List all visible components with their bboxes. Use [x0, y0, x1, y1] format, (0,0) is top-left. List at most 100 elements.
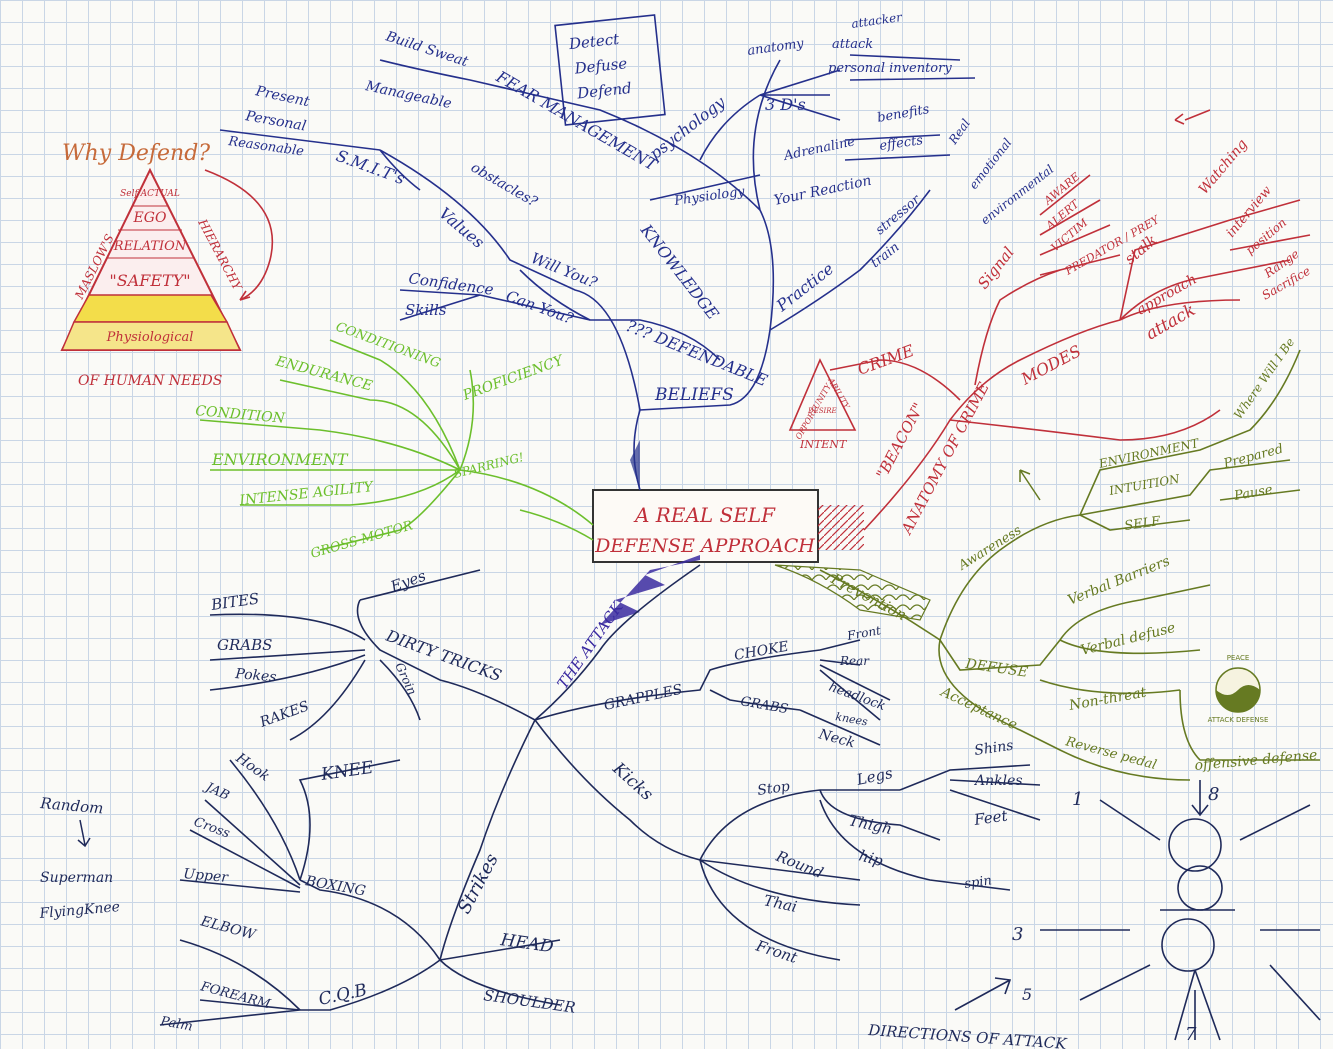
- front-kick-label: Front: [753, 936, 801, 967]
- physiology-label: Physiology: [672, 184, 746, 209]
- smit-item-reasonable: Reasonable: [226, 134, 305, 160]
- choke-item-neck: Neck: [816, 726, 857, 751]
- taiji-top-label: PEACE: [1227, 654, 1250, 662]
- bites-label: BITES: [209, 589, 260, 614]
- leg-item-feet: Feet: [972, 806, 1010, 829]
- leg-item-shins: Shins: [973, 738, 1014, 759]
- confidence-label: Confidence: [407, 269, 494, 299]
- random-arrow: [77, 819, 91, 848]
- triangle-ability: ABILITY: [826, 376, 852, 411]
- choke-item-knees: knees: [834, 710, 869, 728]
- thai-label: Thai: [762, 891, 799, 916]
- crime-label: CRIME: [855, 341, 917, 379]
- kicks-label: Kicks: [608, 758, 657, 805]
- directions-of-attack-caption: DIRECTIONS OF ATTACK: [867, 1021, 1068, 1049]
- practice-item-real: Real: [945, 116, 973, 147]
- gas-item-gross-motor: GROSS MOTOR: [309, 518, 415, 562]
- awareness-label: Awareness: [955, 523, 1024, 574]
- center-title-line2: DEFENSE APPROACH: [594, 535, 815, 557]
- hip-label: hip: [857, 846, 885, 870]
- flying-knee-label: FlyingKnee: [38, 899, 121, 922]
- beliefs-root: BELIEFS: [654, 385, 734, 405]
- practice-label: Practice: [772, 259, 837, 316]
- crime-triangle: [788, 358, 857, 431]
- center-title-line1: A REAL SELF: [633, 503, 776, 527]
- beliefs-branch: [219, 54, 976, 491]
- choke-item-headlock: headlock: [827, 680, 888, 714]
- beacon-label: "BEACON": [873, 400, 928, 482]
- direction-1: 1: [1072, 789, 1083, 810]
- pause-label: Pause: [1232, 482, 1274, 504]
- safety-band: [72, 294, 229, 323]
- direction-7: 7: [1185, 1024, 1197, 1045]
- prepared-label: Prepared: [1221, 442, 1285, 473]
- maslow-pyramid: Why Defend? Self ACTUAL EGO RELATION "SA…: [60, 141, 274, 389]
- triangle-desire: DESIRE: [807, 407, 837, 415]
- your-reaction-label: Your Reaction: [773, 173, 873, 209]
- prevention-scales: [774, 564, 931, 621]
- direction-3: 3: [1012, 924, 1023, 945]
- benefits-label: benefits: [876, 102, 931, 126]
- eyes-label: Eyes: [387, 566, 428, 596]
- modes-label: MODES: [1017, 341, 1084, 389]
- stressor-label: stressor: [873, 192, 924, 238]
- obstacles-label: obstacles?: [468, 160, 540, 211]
- reverse-pedal-label: Reverse pedal: [1063, 734, 1158, 773]
- ddd-detect: Detect: [567, 30, 621, 53]
- attack-branch: [159, 564, 1041, 1026]
- spin-label: spin: [963, 873, 992, 892]
- acceptance-label: Acceptance: [936, 683, 1019, 733]
- anatomy-label: anatomy: [746, 36, 805, 59]
- pyramid-caption: OF HUMAN NEEDS: [78, 373, 222, 389]
- gas-item-endurance: ENDURANCE: [273, 353, 374, 394]
- self-label: SELF: [1123, 514, 1162, 534]
- superman-label: Superman: [40, 870, 113, 886]
- crime-branch: [829, 109, 1311, 531]
- legs-label: Legs: [854, 764, 894, 789]
- manageable-label: Manageable: [363, 78, 453, 112]
- level-ego: EGO: [133, 210, 167, 226]
- boxing-label: BOXING: [303, 873, 367, 899]
- forearm-label: FOREARM: [198, 979, 273, 1012]
- sparring-label: SPARRING!: [452, 450, 525, 481]
- anatomy-item-personal-inventory: personal inventory: [828, 61, 952, 76]
- physiological-band: [60, 321, 242, 351]
- three-ds-box: Detect Defuse Defend: [554, 14, 666, 126]
- can-you-label: Can You?: [504, 287, 577, 328]
- level-self-actual: Self ACTUAL: [120, 189, 180, 199]
- gas-item-environment: ENVIRONMENT: [211, 450, 349, 469]
- beliefs-connector-fill: [630, 440, 640, 490]
- ddd-defuse: Defuse: [573, 54, 628, 78]
- stop-label: Stop: [756, 779, 791, 799]
- gas-item-proficiency: PROFICIENCY: [460, 352, 567, 404]
- head-label: HEAD: [498, 930, 555, 957]
- conditioning-branch: [199, 339, 594, 551]
- level-relation: RELATION: [113, 239, 187, 254]
- defuse-label: DEFUSE: [963, 656, 1028, 681]
- direction-5: 5: [1022, 985, 1032, 1004]
- knee-label: KNEE: [319, 758, 375, 785]
- strikes-label: Strikes: [454, 850, 503, 917]
- leg-item-ankles: Ankles: [973, 773, 1023, 789]
- grabs-label: GRABS: [217, 636, 272, 654]
- anatomy-item-attacker: attacker: [850, 10, 903, 31]
- stick-figure: [954, 780, 1321, 1041]
- prevention-branch: [819, 349, 1320, 781]
- three-ds-label: 3 D's: [765, 95, 806, 114]
- skills-label: Skills: [405, 301, 447, 319]
- ddd-defend: Defend: [575, 79, 632, 103]
- pokes-label: Pokes: [234, 666, 277, 686]
- choke-item-rear: Rear: [839, 654, 870, 668]
- direction-8: 8: [1208, 784, 1219, 805]
- smits-label: S.M.I.T's: [334, 146, 408, 188]
- anatomy-item-attack: attack: [832, 37, 873, 52]
- knowledge-label: KNOWLEDGE: [636, 220, 723, 323]
- triangle-intent: INTENT: [799, 438, 848, 451]
- verbal-barriers-label: Verbal Barriers: [1066, 553, 1173, 609]
- choke-label: CHOKE: [733, 639, 790, 664]
- pyramid-title: Why Defend?: [62, 141, 210, 166]
- box-item-upper: Upper: [183, 866, 230, 886]
- attack-zigzag: [600, 555, 700, 625]
- practice-item-emotional: emotional: [966, 136, 1014, 192]
